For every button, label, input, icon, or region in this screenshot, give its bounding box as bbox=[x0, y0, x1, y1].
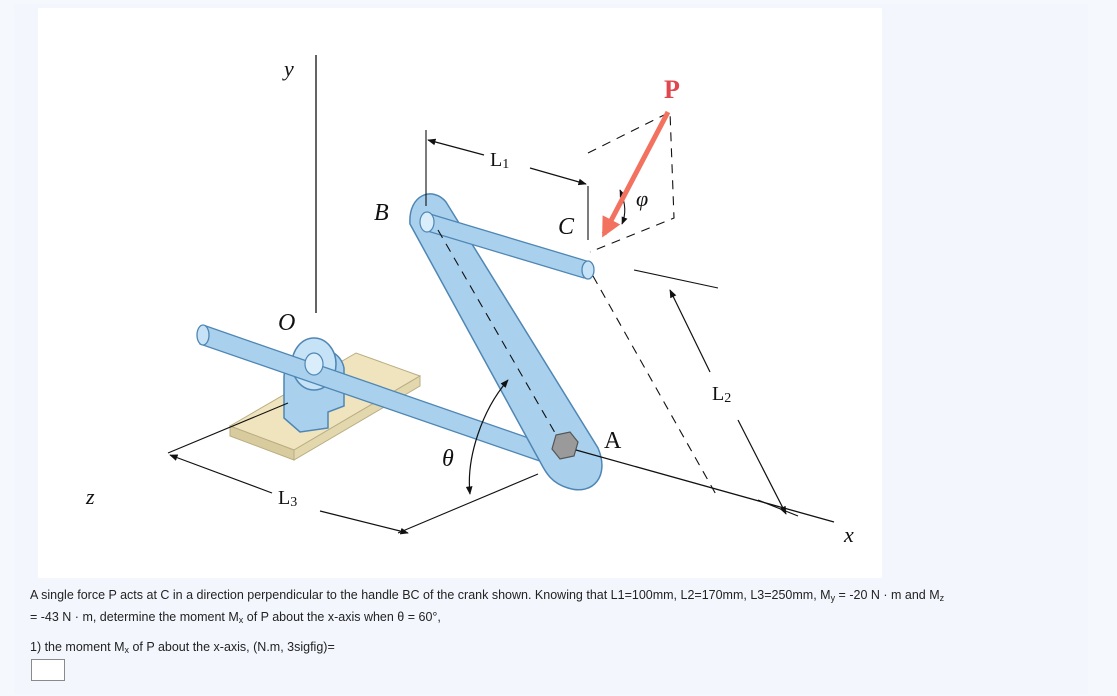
origin-label: O bbox=[278, 310, 295, 336]
question-part-1: 1) the moment Mx of P about the x-axis, … bbox=[30, 640, 335, 655]
answer-input[interactable] bbox=[31, 659, 65, 681]
l2-label: L2 bbox=[712, 383, 731, 406]
question-line-1: A single force P acts at C in a directio… bbox=[30, 588, 945, 603]
dim-line-l2 bbox=[669, 289, 711, 373]
theta-arc bbox=[465, 379, 509, 495]
question-line-2: = -43 N · m, determine the moment Mx of … bbox=[30, 610, 441, 625]
crank-figure: y O x z L3 bbox=[38, 8, 882, 578]
l3-label: L3 bbox=[278, 487, 297, 510]
theta-label: θ bbox=[442, 446, 454, 472]
phi-label: φ bbox=[636, 186, 648, 211]
force-p-label: P bbox=[664, 75, 680, 104]
l1-label: L1 bbox=[490, 149, 509, 172]
dim-line-l1 bbox=[427, 138, 485, 156]
point-c-label: C bbox=[558, 214, 575, 240]
dim-line-l3 bbox=[169, 454, 273, 494]
crank-arm bbox=[409, 193, 603, 491]
crank-diagram: y O x z L3 bbox=[85, 55, 854, 547]
z-axis-label: z bbox=[85, 484, 95, 509]
x-axis bbox=[575, 449, 835, 523]
y-axis-label: y bbox=[282, 56, 294, 81]
phi-arc bbox=[619, 189, 628, 225]
force-p-arrow bbox=[601, 110, 671, 238]
question-text: A single force P acts at C in a directio… bbox=[30, 586, 1070, 660]
point-a-label: A bbox=[604, 428, 622, 454]
x-axis-label: x bbox=[843, 522, 854, 547]
point-b-label: B bbox=[374, 200, 389, 226]
bolt-icon bbox=[551, 431, 579, 460]
